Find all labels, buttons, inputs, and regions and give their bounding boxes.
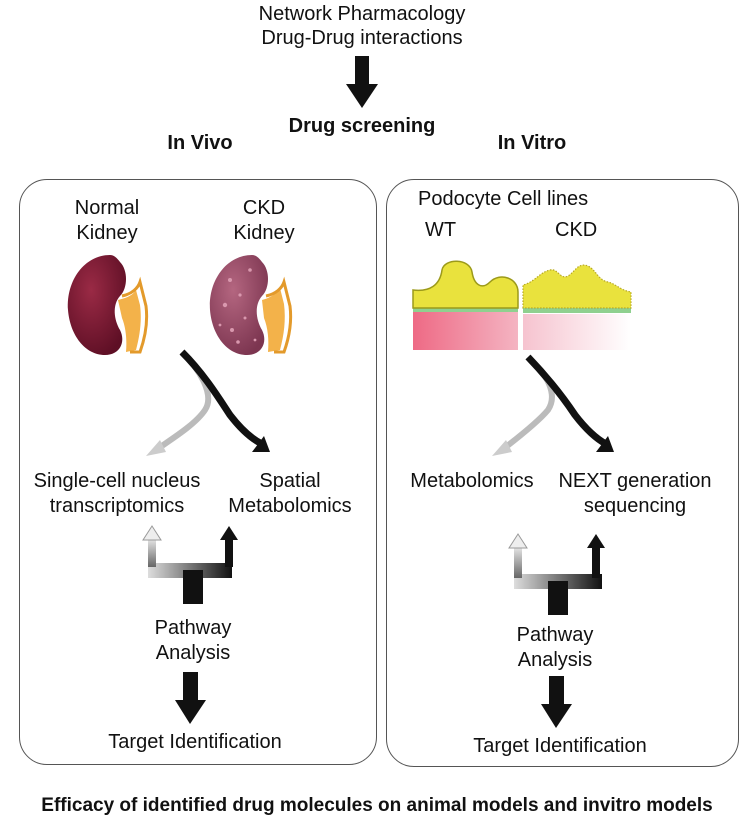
in-vitro-branch-connector <box>508 533 605 615</box>
ckd-podocyte-icon <box>522 264 632 350</box>
in-vivo-split-arrows <box>146 349 270 456</box>
normal-kidney-label-line1: Normal <box>74 197 140 219</box>
in-vitro-split-arrows <box>492 354 614 456</box>
in-vitro-pathway-line1: Pathway <box>516 624 594 646</box>
in-vitro-title: In Vitro <box>497 132 567 154</box>
ckd-kidney-label-line1: CKD <box>242 197 286 219</box>
in-vivo-target-label: Target Identification <box>108 731 282 753</box>
in-vivo-pathway-line2: Analysis <box>155 642 231 664</box>
in-vivo-title: In Vivo <box>167 132 233 154</box>
in-vivo-down-arrow <box>175 672 206 724</box>
footer-caption: Efficacy of identified drug molecules on… <box>41 795 713 816</box>
ckd-label: CKD <box>555 219 598 241</box>
header-line1: Network Pharmacology <box>258 3 466 25</box>
ckd-kidney-label-line2: Kidney <box>233 222 295 244</box>
in-vitro-pathway-line2: Analysis <box>517 649 593 671</box>
header-line2: Drug-Drug interactions <box>261 27 463 49</box>
normal-kidney-label-line2: Kidney <box>76 222 138 244</box>
single-cell-label-line2: transcriptomics <box>49 495 185 517</box>
in-vivo-branch-connector <box>142 525 238 604</box>
metabolomics-label: Metabolomics <box>410 470 534 492</box>
drug-screening-label: Drug screening <box>288 115 436 137</box>
ckd-kidney-icon <box>209 255 293 355</box>
in-vitro-target-label: Target Identification <box>473 735 647 757</box>
next-gen-label-line2: sequencing <box>583 495 687 517</box>
top-down-arrow <box>346 56 378 108</box>
normal-kidney-icon <box>67 255 149 355</box>
wt-podocyte-icon <box>412 260 519 350</box>
spatial-label-line2: Metabolomics <box>228 495 352 517</box>
in-vitro-down-arrow <box>541 676 572 728</box>
single-cell-label-line1: Single-cell nucleus <box>33 470 201 492</box>
next-gen-label-line1: NEXT generation <box>558 470 712 492</box>
spatial-label-line1: Spatial <box>259 470 321 492</box>
in-vivo-pathway-line1: Pathway <box>154 617 232 639</box>
podocyte-cell-lines-label: Podocyte Cell lines <box>418 188 589 210</box>
wt-label: WT <box>425 219 457 241</box>
